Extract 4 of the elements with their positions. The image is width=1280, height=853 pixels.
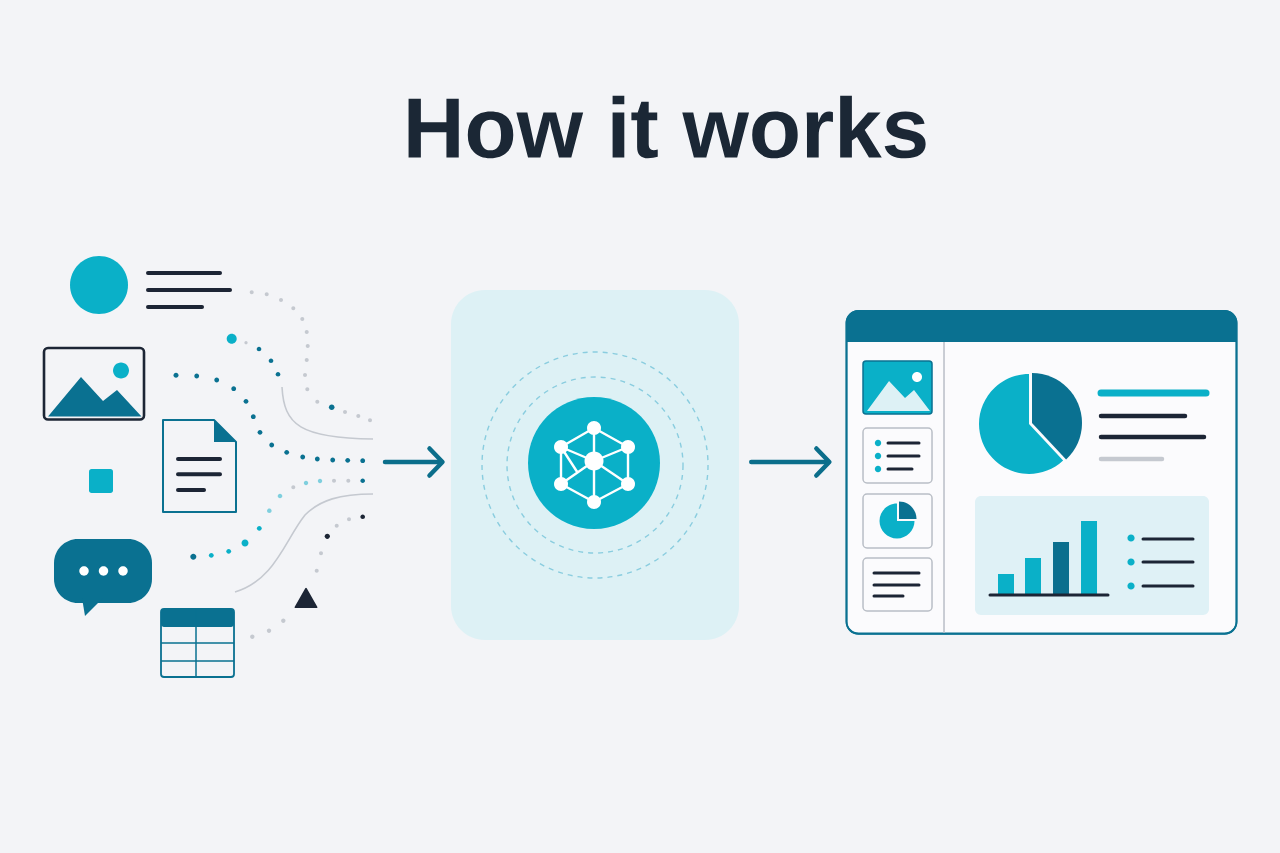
- arrow: [382, 446, 445, 478]
- title: How it works: [408, 95, 926, 159]
- arrow: [749, 446, 832, 478]
- dashboard-window: [845, 309, 1238, 635]
